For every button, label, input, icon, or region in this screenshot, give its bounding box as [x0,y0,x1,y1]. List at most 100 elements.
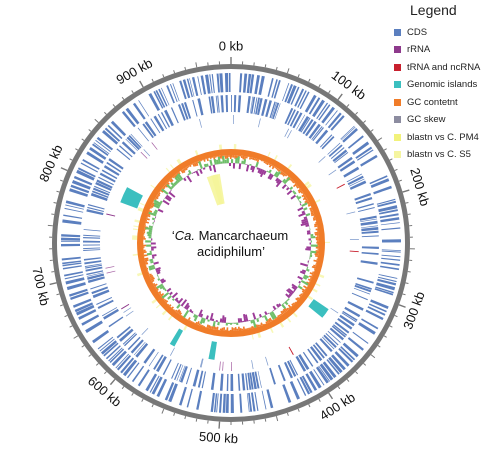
gc-content-bar [177,171,181,175]
gc-skew-negative [208,165,212,172]
gc-skew-positive [269,312,275,320]
cds-mark [308,97,321,115]
gc-skew-positive [305,212,311,217]
gc-skew-positive [297,196,302,200]
gc-content-bar [226,327,229,331]
cds-mark [370,299,389,310]
gc-content-bar [196,321,200,325]
gc-skew-negative [301,218,308,222]
gc-skew-positive [149,258,154,262]
cds-mark [106,161,122,173]
cds-mark [321,135,335,150]
legend-item: GC contetnt [394,94,498,110]
gc-content-bar [291,303,294,306]
cds-mark [369,175,388,185]
gc-content-bar [312,218,316,221]
cds-mark [253,97,258,115]
gc-skew-negative [245,164,248,166]
gc-skew-track [145,156,318,328]
cds-mark [197,98,204,116]
ruler-tick [355,111,358,115]
ruler-tick [60,179,64,182]
gc-skew-positive [241,160,244,164]
gc-content-bar [190,163,193,166]
gc-content-bar [271,319,274,321]
cds-mark [376,282,396,291]
gc-content-bar [170,306,172,308]
cds-mark [84,260,102,265]
legend-item: tRNA and ncRNA [394,59,498,75]
cds-mark [125,138,138,152]
legend-label: Genomic islands [407,79,478,90]
cds-mark [153,354,164,370]
cds-mark [61,234,81,238]
gc-skew-positive [283,176,291,185]
gc-skew-negative [303,216,308,220]
cds-mark [254,371,260,389]
gc-content-bar [158,192,161,195]
gc-content-bar [241,328,244,331]
ruler-tick [402,293,406,296]
cds-mark [197,76,202,95]
gc-skew-positive [300,280,309,286]
cds-mark [381,249,401,251]
ruler-tick [75,148,79,151]
gc-content-bar [296,185,300,189]
cds-mark [271,102,277,119]
cds-mark [355,197,373,205]
gc-skew-positive [154,209,158,213]
cds-mark [201,371,207,389]
gc-content-bar [160,292,165,297]
cds-mark [76,169,95,181]
gc-skew-negative [298,280,301,284]
ruler-tick [264,418,267,422]
cds-mark [258,75,265,96]
cds-mark [230,373,234,392]
gc-content-bar [201,324,204,327]
cds-mark [255,97,260,115]
gene-mark [346,211,356,215]
gc-content-bar [208,325,211,329]
gc-content-bar [248,156,252,160]
cds-mark [249,74,255,94]
cds-mark [337,156,353,169]
gc-skew-negative [165,194,172,200]
cds-mark [99,338,115,352]
gc-skew-negative [156,271,161,275]
ruler-tick [88,354,92,357]
gc-skew-negative [198,309,203,317]
gc-content-bar [158,291,162,294]
gc-skew-negative [293,289,296,293]
gc-skew-positive [282,302,285,305]
cds-mark [92,190,109,198]
cds-mark [342,310,358,321]
cds-mark [311,126,323,141]
cds-mark [61,256,81,261]
gc-skew-positive [146,252,152,256]
gc-skew-negative [275,177,279,182]
cds-mark [246,393,250,413]
gc-skew-positive [309,254,313,258]
gene-mark [200,358,204,368]
cds-mark [69,188,89,197]
cds-mark [370,178,390,188]
cds-mark [361,226,379,232]
cds-mark [312,127,324,142]
gc-skew-positive [156,274,159,277]
gc-content-bar [267,318,271,323]
cds-mark [322,361,337,379]
cds-mark [380,217,400,223]
cds-mark [338,347,354,363]
genomic-island-mark [169,328,184,347]
gc-content-bar [259,324,262,327]
gc-content-bar [146,216,148,219]
cds-mark [69,288,88,297]
legend-swatch [394,81,401,88]
cds-mark [284,83,293,103]
cds-mark [179,80,187,100]
gc-content-bar [301,290,305,293]
cds-mark [186,388,193,408]
cds-mark [312,344,325,359]
gc-skew-positive [162,287,166,291]
cds-mark [247,372,252,390]
